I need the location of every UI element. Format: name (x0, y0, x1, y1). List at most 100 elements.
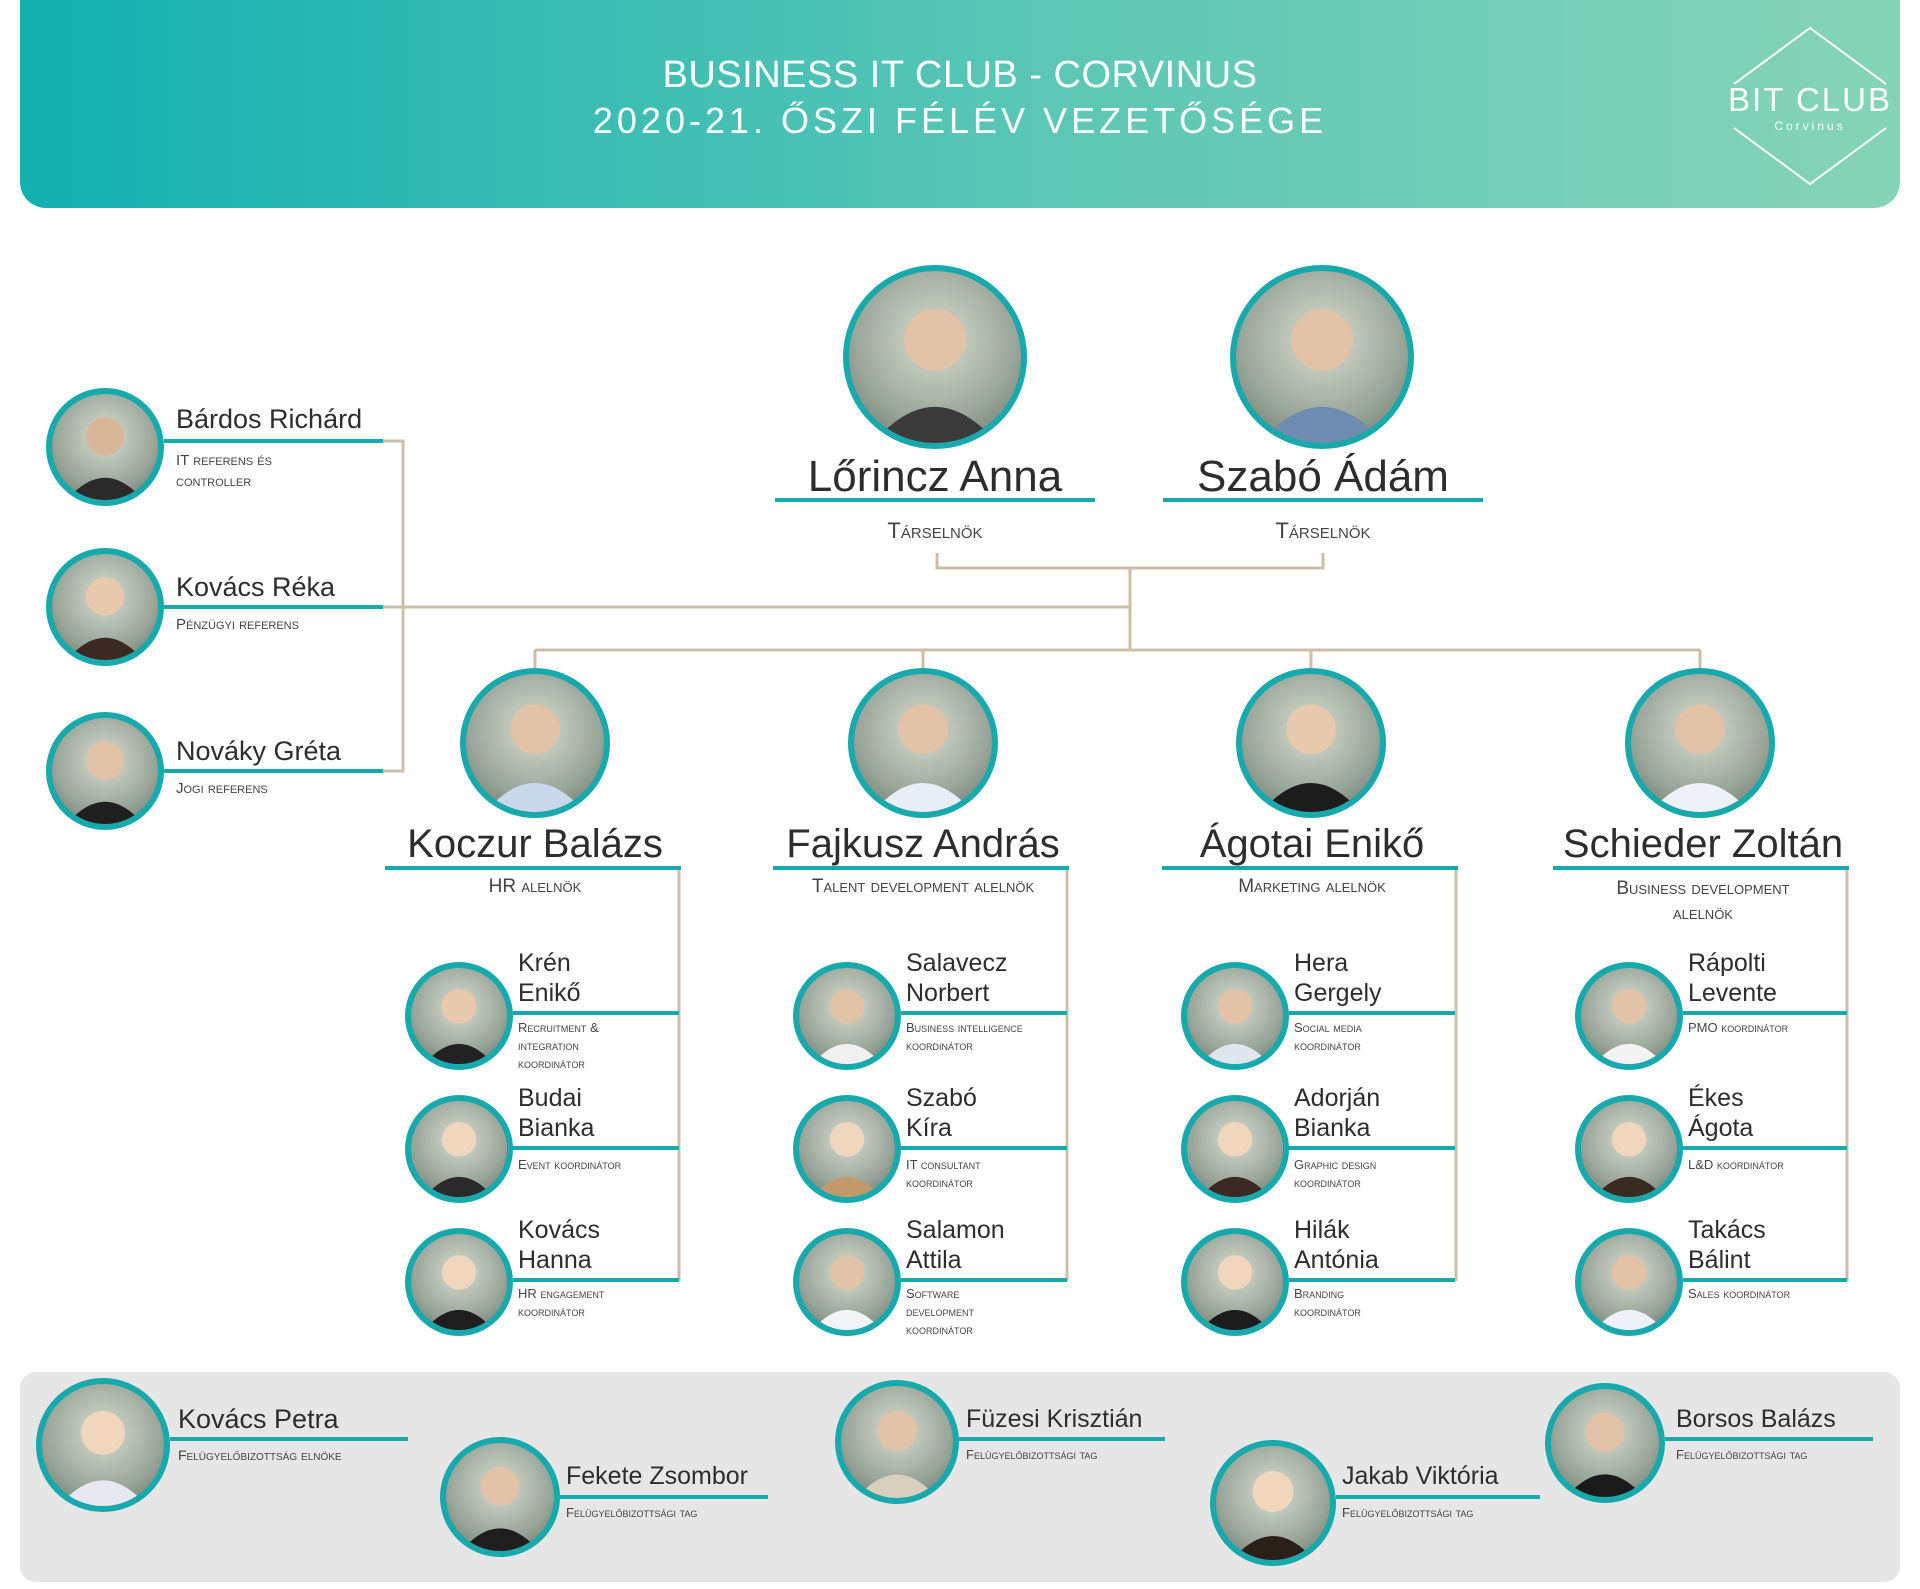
member-name-1: Budai (518, 1084, 582, 1112)
person-icon (424, 989, 494, 1064)
person-icon (424, 1122, 494, 1197)
member-name-1: Ékes (1688, 1084, 1744, 1112)
underline (1336, 1495, 1540, 1499)
page-title: BUSINESS IT CLUB - CORVINUS (662, 54, 1258, 96)
member-role: Branding koordinátor (1294, 1286, 1361, 1319)
avatar-member (405, 1228, 513, 1336)
underline (1289, 1011, 1455, 1015)
member-name-2: Levente (1688, 979, 1777, 1007)
avatar-lorincz-anna (843, 265, 1027, 449)
vice-president-name: Fajkusz András (786, 822, 1060, 866)
person-icon (59, 1410, 147, 1506)
underline (901, 1146, 1067, 1150)
member-role: Event koordinátor (518, 1157, 622, 1172)
person-icon (1261, 704, 1361, 812)
avatar-member (793, 1228, 901, 1336)
member-name-2: Antónia (1294, 1246, 1379, 1274)
underline (959, 1437, 1165, 1441)
member-role: L&D koordinátor (1688, 1157, 1784, 1172)
member-name-2: Hanna (518, 1246, 592, 1274)
avatar-bardos-richard (46, 388, 164, 506)
avatar-member (793, 1095, 901, 1203)
underline (775, 498, 1095, 502)
vice-president-role: Marketing alelnök (1238, 876, 1386, 897)
bit-club-logo: BIT CLUB Corvinus (1726, 26, 1894, 186)
member-role: Graphic design koordinátor (1294, 1157, 1377, 1190)
referent-name: Kovács Réka (176, 572, 336, 602)
page-subtitle: 2020-21. ŐSZI FÉLÉV VEZETŐSÉGE (592, 100, 1328, 141)
person-icon (66, 417, 144, 500)
member-role: HR engagement koordinátor (518, 1286, 605, 1319)
underline (164, 605, 383, 609)
person-icon (1594, 1255, 1664, 1330)
member-name-1: Szabó (906, 1084, 977, 1112)
vice-president-name: Ágotai Enikő (1199, 822, 1425, 866)
member-name-1: Hilák (1294, 1216, 1350, 1244)
underline (164, 769, 383, 773)
avatar-fajkusz-andras (848, 668, 998, 818)
member-name-2: Norbert (906, 979, 990, 1007)
person-icon (873, 704, 973, 812)
underline (901, 1278, 1067, 1282)
person-icon (1594, 989, 1664, 1064)
member-name-2: Bálint (1688, 1246, 1751, 1274)
avatar-member (1575, 1095, 1683, 1203)
person-icon (485, 704, 585, 812)
underline (513, 1278, 679, 1282)
avatar-member (405, 962, 513, 1070)
underline (385, 866, 681, 870)
person-icon (66, 577, 144, 660)
underline (1665, 1437, 1873, 1441)
avatar-member (793, 962, 901, 1070)
member-name-1: Krén (518, 949, 571, 977)
underline (1683, 1011, 1847, 1015)
vice-president-role: HR alelnök (488, 876, 582, 897)
avatar-member (1181, 962, 1289, 1070)
person-icon (66, 741, 144, 824)
board-member-role: Felügyelőbizottsági tag (1342, 1505, 1474, 1520)
member-role: IT consultant koordinátor (906, 1157, 981, 1190)
member-name-1: Hera (1294, 949, 1349, 977)
avatar-jakab-viktoria (1210, 1440, 1336, 1566)
president-role: Társelnök (1275, 518, 1371, 543)
member-name-2: Attila (906, 1246, 962, 1274)
member-name-1: Salavecz (906, 949, 1008, 977)
member-name-1: Adorján (1294, 1084, 1381, 1112)
president-name: Lőrincz Anna (807, 452, 1063, 501)
person-icon (1650, 704, 1750, 812)
referent-role: Jogi referens (176, 780, 268, 797)
logo-text: BIT CLUB (1728, 81, 1892, 118)
member-name-2: Enikő (518, 979, 581, 1007)
underline (773, 866, 1069, 870)
underline (513, 1146, 679, 1150)
person-icon (1260, 308, 1384, 443)
avatar-borsos-balazs (1545, 1383, 1665, 1503)
underline (170, 1437, 408, 1441)
member-name-1: Rápolti (1688, 949, 1766, 977)
person-icon (812, 989, 882, 1064)
board-member-role: Felügyelőbizottsági tag (566, 1505, 698, 1520)
underline (1289, 1278, 1455, 1282)
avatar-kovacs-petra (36, 1378, 170, 1512)
board-member-role: Felügyelőbizottsági tag (1676, 1447, 1808, 1462)
member-name-2: Bianka (1294, 1114, 1371, 1142)
member-role: Recruitment & integration koordinátor (518, 1020, 599, 1071)
person-icon (873, 308, 997, 443)
member-role: PMO koordinátor (1688, 1020, 1789, 1035)
person-icon (1594, 1122, 1664, 1197)
member-name-2: Kíra (906, 1114, 952, 1142)
member-name-1: Takács (1688, 1216, 1766, 1244)
underline (1162, 866, 1458, 870)
avatar-fuzesi-krisztian (835, 1380, 959, 1504)
member-name-2: Bianka (518, 1114, 595, 1142)
board-member-role: Felügyelőbizottsági tag (966, 1447, 1098, 1462)
referent-role: IT referens és controller (176, 452, 272, 490)
avatar-agotai-eniko (1236, 668, 1386, 818)
board-member-name: Borsos Balázs (1676, 1405, 1836, 1433)
referent-name: Bárdos Richárd (176, 404, 363, 434)
board-member-name: Fekete Zsombor (566, 1462, 749, 1490)
underline (1289, 1146, 1455, 1150)
person-icon (1200, 1122, 1270, 1197)
person-icon (812, 1122, 882, 1197)
